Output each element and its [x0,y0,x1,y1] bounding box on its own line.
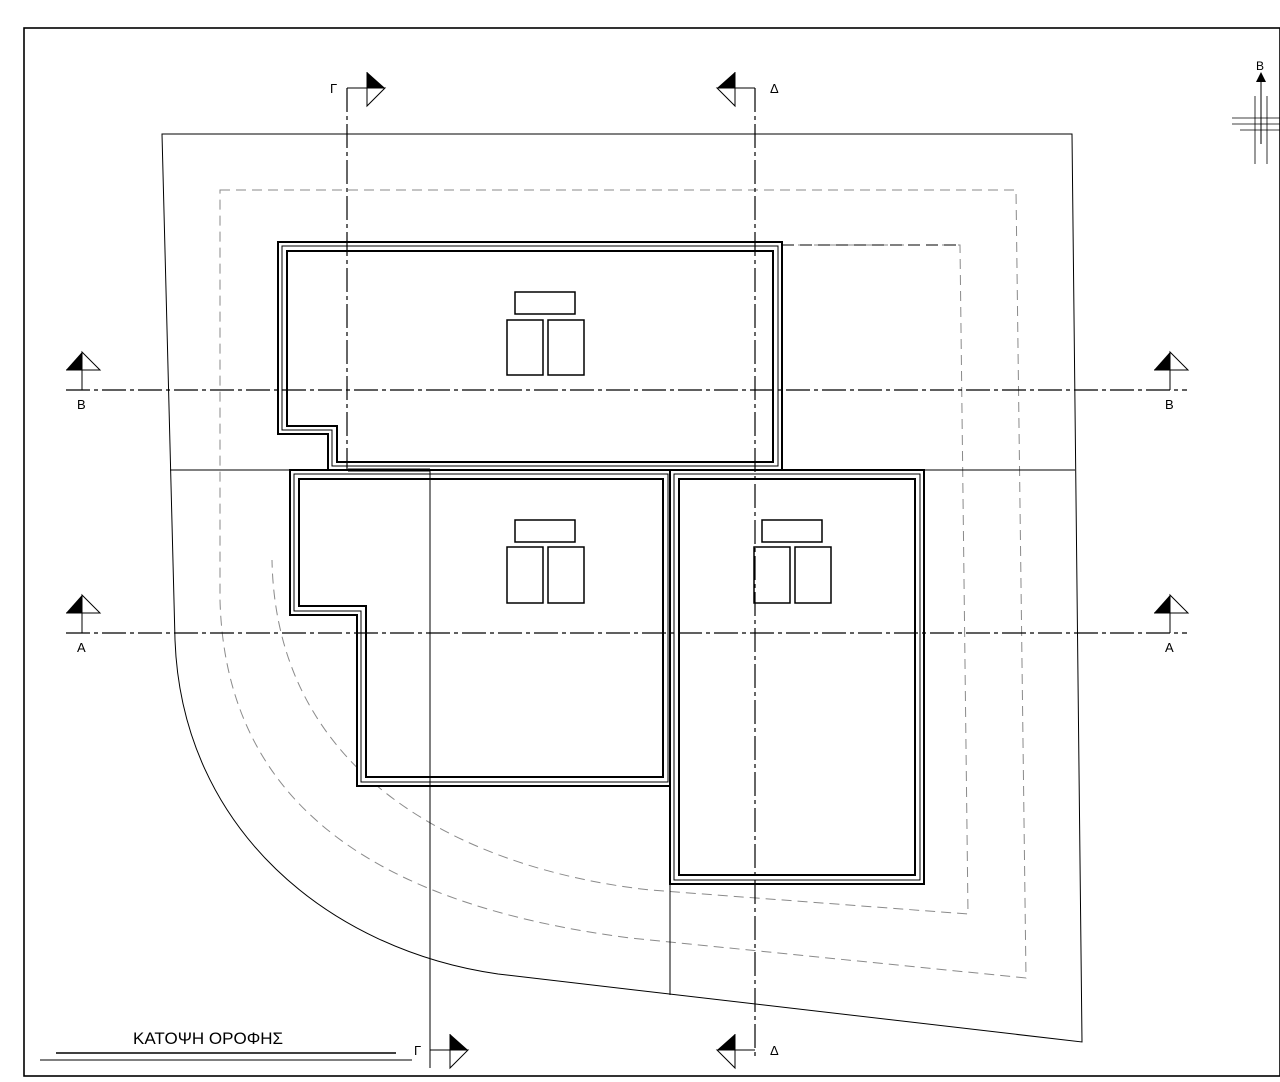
setback-line-outer [219,189,1027,979]
section-label-delta-top: Δ [770,81,779,96]
section-label-delta-bottom: Δ [770,1043,779,1058]
section-marker-beta-left: Β [66,350,102,412]
section-label-beta-left: Β [77,397,86,412]
section-marker-gamma-top: Γ [330,72,387,108]
drawing-frame [23,27,1280,1077]
section-label-gamma-top: Γ [330,81,337,96]
section-marker-delta-bottom: Δ [715,1034,779,1070]
section-marker-gamma-bottom: Γ [414,1034,470,1070]
north-arrow-icon: Β [1232,59,1280,164]
solar-heater-right [753,519,832,604]
solar-heater-middle [506,519,585,604]
section-label-beta-right: Β [1165,397,1174,412]
section-label-gamma-bottom: Γ [414,1043,421,1058]
setback-line-inner [271,244,969,915]
section-marker-delta-top: Δ [715,72,779,108]
section-marker-alpha-left: Α [66,593,102,655]
north-label: Β [1256,59,1264,73]
roof-middle-left [289,469,673,787]
drawing-title: ΚΑΤΟΨΗ ΟΡΟΦΗΣ [133,1029,283,1048]
section-marker-alpha-right: Α [1154,593,1190,655]
roof-right [669,469,925,885]
solar-heater-upper [506,291,585,376]
section-marker-beta-right: Β [1154,350,1190,412]
section-label-alpha-left: Α [77,640,86,655]
section-label-alpha-right: Α [1165,640,1174,655]
plot-boundary [161,133,1083,1043]
